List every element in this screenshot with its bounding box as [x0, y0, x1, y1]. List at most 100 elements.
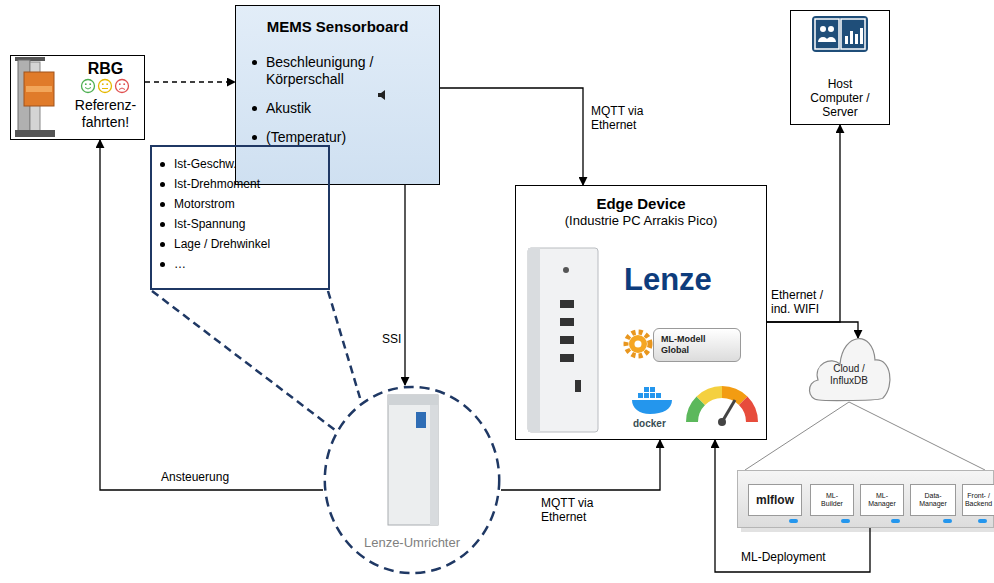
inverter-node: Lenze-Umrichter — [323, 385, 501, 575]
smiley-eye — [123, 83, 125, 85]
cloud-name: Cloud / InfluxDB — [819, 363, 879, 387]
panel-fill — [737, 470, 994, 528]
smiley-face — [99, 80, 112, 93]
docker-mini — [841, 519, 850, 523]
pc-port — [560, 354, 574, 362]
icon-frame — [841, 19, 865, 49]
signal-item: Ist-Spannung — [174, 214, 322, 234]
connector — [404, 185, 405, 385]
container — [644, 387, 649, 392]
service-name: Data- Manager — [917, 492, 949, 509]
model-badge: ML-Modell Global — [653, 328, 741, 362]
device-subtitle: (Industrie PC Arrakis Pico) — [516, 213, 766, 229]
gauge-segment — [743, 401, 752, 422]
speaker-icon — [378, 90, 385, 100]
gauge-segment — [692, 401, 701, 422]
service-logo: mlflow — [756, 493, 794, 507]
edge-label: MQTT via Ethernet — [590, 104, 652, 132]
smiley-mouth — [102, 88, 108, 89]
service-panel: mlflow ML- Builder ML- Manager Data- Manage… — [737, 470, 994, 528]
edge-label: Ethernet / ind. WIFI — [770, 288, 834, 316]
person-head — [828, 26, 834, 32]
sensor-item: (Temperatur) — [266, 129, 429, 146]
service-box: ML- Manager — [860, 484, 904, 516]
machine-name: RBG — [71, 60, 140, 78]
pc-port — [575, 380, 581, 392]
cloud-shape — [809, 339, 889, 401]
crane-illustration — [15, 57, 55, 137]
inverter-illustration — [388, 395, 438, 525]
edge-label: MQTT via Ethernet — [540, 496, 602, 524]
smiley-happy — [82, 80, 95, 93]
industrial-pc — [528, 248, 598, 432]
chart-bar — [855, 34, 858, 44]
inverter-body — [388, 395, 438, 525]
container — [638, 393, 643, 398]
docker-logo — [632, 387, 672, 414]
service-box: mlflow — [748, 484, 802, 516]
host-icon — [812, 16, 868, 52]
smiley-mouth — [119, 88, 125, 90]
signal-item: Motorstrom — [174, 194, 322, 214]
docker-mini — [978, 519, 987, 523]
container — [650, 393, 655, 398]
pc-side — [528, 248, 540, 432]
chart-bar — [860, 28, 863, 44]
inverter-heatsink — [388, 395, 438, 405]
connector-group — [100, 82, 985, 572]
connector — [440, 88, 583, 185]
smiley-face — [116, 80, 129, 93]
service-name: ML- Builder — [816, 492, 848, 509]
gear-teeth — [626, 332, 650, 356]
connector — [100, 140, 323, 490]
badge-text: ML-Modell Global — [661, 334, 723, 356]
edge-label: SSI — [381, 332, 402, 346]
gauge-segment — [722, 392, 743, 401]
leader-line — [328, 291, 360, 398]
connector — [145, 81, 235, 82]
pc-led — [563, 267, 569, 273]
docker-wordmark: docker — [633, 418, 666, 430]
pc-port — [560, 318, 574, 326]
smiley-sad — [116, 80, 129, 93]
signal-item: Ist-Geschw. — [174, 154, 322, 174]
signal-item: Ist-Drehmoment — [174, 174, 322, 194]
whale-body — [632, 400, 672, 414]
docker-mini — [789, 519, 798, 523]
smiley-mouth — [85, 88, 91, 90]
smiley-eye — [102, 83, 104, 85]
edge-label: ML-Deployment — [740, 550, 827, 564]
inverter-side — [430, 405, 438, 525]
edge-label: Ansteuerung — [160, 470, 230, 484]
server-name: Host Computer / Server — [801, 77, 879, 119]
smiley-face — [82, 80, 95, 93]
service-name: ML- Manager — [866, 492, 898, 509]
pc-port — [560, 336, 574, 344]
cloud-node: Cloud / InfluxDB — [805, 338, 893, 402]
signal-list: Ist-Geschw.Ist-DrehmomentMotorstromIst-S… — [150, 145, 330, 290]
crane-fork — [26, 86, 52, 92]
gauge-icon — [692, 392, 752, 426]
container — [644, 393, 649, 398]
connector — [715, 440, 870, 572]
sensor-item: Akustik — [266, 100, 429, 117]
dashed-ellipse — [325, 387, 499, 573]
gear-wheel — [629, 335, 647, 353]
connector — [501, 440, 660, 490]
pc-port — [560, 300, 574, 308]
gear-icon — [626, 332, 650, 356]
chart-bar — [845, 36, 848, 44]
container — [656, 393, 661, 398]
smiley-eye — [89, 83, 91, 85]
crane-carriage — [24, 72, 54, 106]
crane-base — [15, 130, 55, 137]
service-name: Front- / Backend — [963, 492, 994, 509]
gauge-hub — [718, 418, 726, 426]
docker-mini — [891, 519, 900, 523]
inverter-display — [416, 412, 426, 428]
container — [650, 387, 655, 392]
connector — [767, 322, 858, 338]
board-title: MEMS Sensorboard — [246, 18, 429, 36]
